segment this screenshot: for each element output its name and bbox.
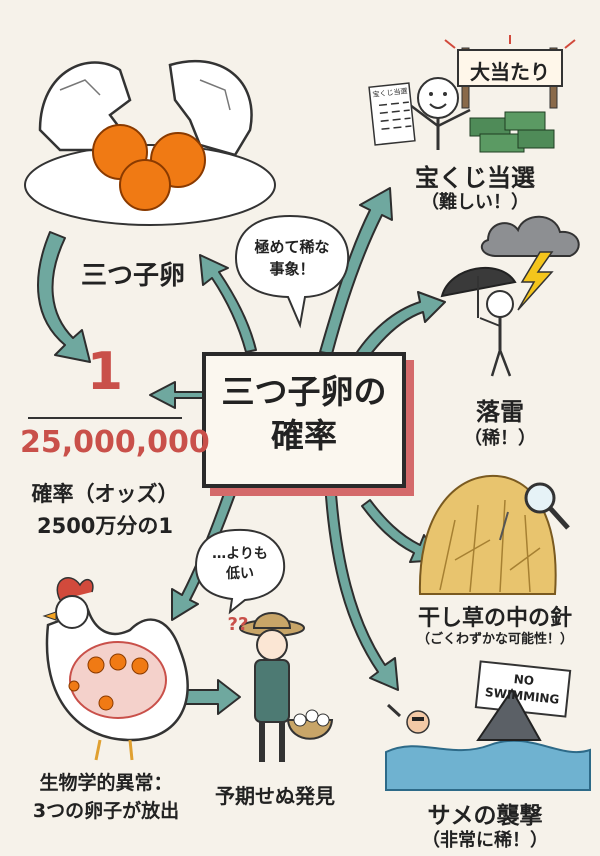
farmer-illustration	[239, 612, 334, 762]
shell-crack-1	[59, 79, 101, 96]
ovum-5	[98, 695, 114, 711]
water	[385, 739, 591, 791]
arrow-egg-to-odds	[37, 231, 91, 363]
needle-sub: （ごくわずかな可能性！）	[416, 632, 573, 647]
sign-sparkle	[444, 35, 576, 49]
ovum-2	[109, 653, 127, 671]
win-sign-text: 大当たり	[470, 60, 550, 84]
bubble-lower-line1: …よりも	[212, 546, 268, 562]
odds-caption-2: 2500万分の1	[36, 514, 174, 538]
odds-numerator: 1	[86, 342, 124, 402]
shark-sub: （非常に稀！）	[422, 830, 548, 851]
bubble-lower-text: …よりも 低い	[198, 544, 282, 584]
center-title-line2: 確率	[271, 416, 337, 455]
ovum-3	[131, 657, 149, 675]
lottery-ticket	[368, 82, 416, 146]
shark-illustration	[385, 660, 591, 791]
swimmer-goggles	[412, 717, 424, 721]
speech-bubble-lower	[194, 528, 286, 615]
triplet-egg-label: 三つ子卵	[80, 261, 185, 291]
storm-cloud	[480, 215, 580, 257]
farmer-head	[256, 629, 288, 661]
money-stack-1	[469, 117, 511, 137]
person-leg-left	[490, 349, 502, 377]
person-leg-right	[498, 349, 512, 377]
arrow-center-to-lightning	[351, 291, 446, 367]
basket-egg-1	[293, 713, 307, 727]
bubble-rare-text: 極めて稀な 事象！	[240, 236, 344, 280]
lottery-sub: （難しい！）	[421, 192, 529, 213]
haystack-illustration	[418, 474, 570, 595]
lottery-illustration	[368, 35, 576, 153]
lightning-illustration	[440, 215, 580, 377]
haystack	[418, 474, 557, 595]
yolk-3	[119, 159, 171, 211]
farmer-label: 予期せぬ発見	[215, 784, 335, 808]
hay-strands	[439, 499, 541, 593]
arrow-center-to-lottery	[319, 187, 393, 355]
winner-smile	[429, 103, 447, 109]
lottery-ticket-grid	[378, 101, 412, 130]
bubble-rare-line2: 事象！	[269, 260, 315, 278]
shark-fin	[476, 688, 542, 741]
magnifier-icon	[524, 482, 556, 514]
winner-eye-right	[443, 92, 447, 96]
center-title-line1: 三つ子卵の	[221, 372, 387, 411]
winner-eye-left	[429, 92, 433, 96]
winner-head	[417, 77, 459, 119]
lightning-bolt	[517, 251, 554, 311]
arrow-center-to-odds	[149, 381, 206, 409]
magnifier-handle	[548, 506, 570, 530]
swimmer-arm	[386, 703, 402, 718]
center-title-box: 三つ子卵の 確率	[202, 352, 406, 488]
money-stack-3	[479, 133, 525, 153]
hen-legs	[94, 739, 134, 761]
person-head	[486, 290, 514, 318]
needle	[499, 511, 509, 541]
shark-label: サメの襲撃	[427, 803, 543, 829]
odds-denominator: 25,000,000	[20, 425, 210, 460]
farmer-overalls	[254, 659, 290, 723]
bubble-rare-line1: 極めて稀な	[254, 238, 330, 256]
swimmer-head	[406, 710, 430, 734]
needle-label: 干し草の中の針	[417, 606, 572, 631]
ovum-1	[87, 656, 105, 674]
hen-head	[55, 595, 89, 629]
lightning-sub: （稀！）	[464, 428, 536, 449]
hen-ovary	[69, 641, 167, 719]
triplet-egg-illustration	[24, 59, 276, 226]
hen-beak	[42, 611, 57, 621]
win-sign	[457, 49, 563, 87]
hen-label-1: 生物学的異常：	[39, 772, 173, 794]
center-title: 三つ子卵の 確率	[206, 370, 402, 458]
basket-egg-3	[316, 713, 330, 727]
bubble-lower-line2: 低い	[226, 566, 254, 582]
person-arm	[479, 317, 501, 327]
lightning-label: 落雷	[476, 398, 524, 426]
farmer-hat	[252, 612, 292, 629]
speech-bubble-rare	[234, 214, 350, 329]
hen-comb	[56, 577, 94, 601]
winner-arm-right	[437, 108, 471, 128]
hen-label-2: 3つの卵子が放出	[32, 800, 180, 822]
farmer-question-mark: ??	[227, 614, 249, 635]
shell-crack-2	[199, 79, 231, 111]
odds-caption-1: 確率（オッズ）	[31, 482, 179, 506]
basket-egg-2	[305, 709, 319, 723]
arrow-center-to-egg	[199, 254, 257, 353]
winner-arm-left	[409, 104, 439, 127]
money-stack-4	[517, 129, 555, 149]
money-stack-2	[504, 111, 546, 131]
lottery-label: 宝くじ当選	[415, 164, 535, 192]
ovum-4	[68, 680, 80, 692]
shell-right	[168, 59, 253, 157]
arrow-center-to-shark	[324, 479, 399, 691]
hen-illustration	[42, 577, 189, 761]
